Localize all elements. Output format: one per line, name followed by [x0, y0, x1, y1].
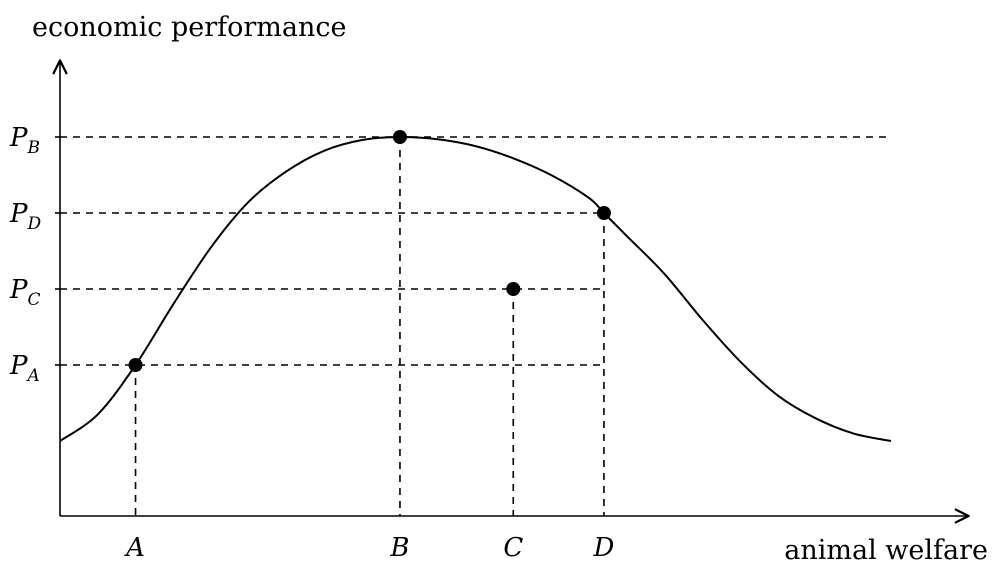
- y-tick-label-b: PB: [9, 123, 40, 158]
- curve-points: [128, 130, 611, 372]
- x-axis-label: animal welfare: [784, 535, 988, 561]
- x-tick-label-a: A: [124, 533, 145, 561]
- point-d: [596, 206, 611, 220]
- y-tick-label-c: PC: [9, 275, 41, 310]
- y-tick-labels: PB PD PC PA: [9, 123, 60, 386]
- x-tick-label-d: D: [592, 533, 614, 561]
- y-tick-label-a: PA: [9, 351, 40, 386]
- x-tick-label-b: B: [389, 533, 409, 561]
- point-b: [392, 130, 407, 144]
- point-c: [506, 282, 521, 296]
- dashed-guides: [60, 136, 891, 516]
- point-a: [128, 358, 143, 372]
- x-tick-label-c: C: [503, 533, 523, 561]
- y-tick-label-d: PD: [9, 199, 42, 234]
- performance-curve: [59, 135, 892, 442]
- y-axis-label: economic performance: [32, 12, 346, 43]
- x-tick-labels: A B C D: [124, 533, 614, 561]
